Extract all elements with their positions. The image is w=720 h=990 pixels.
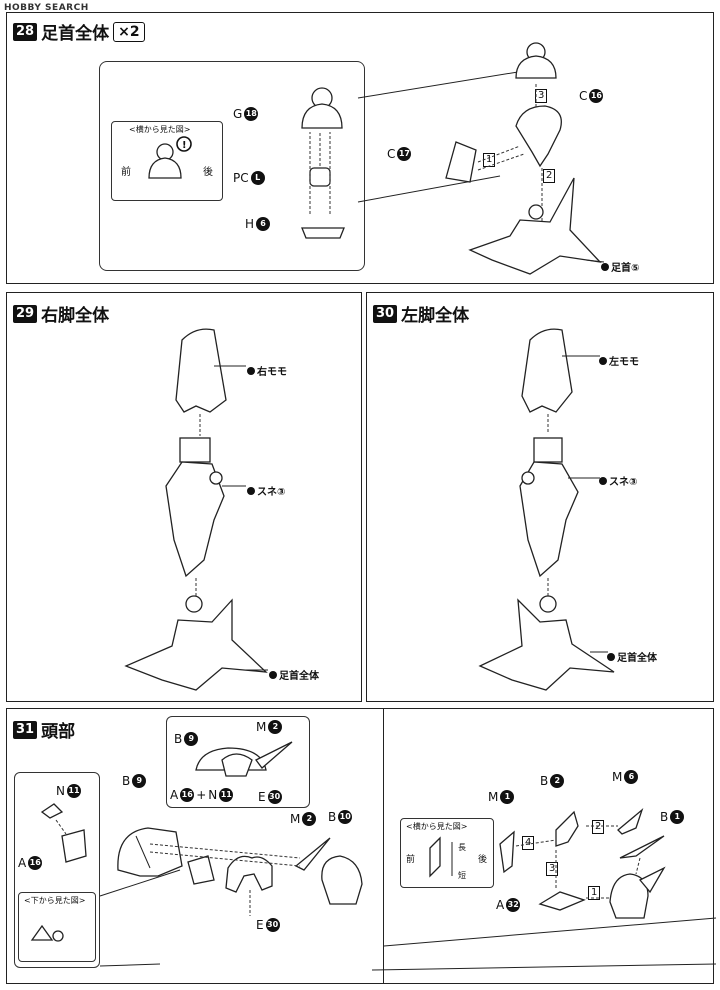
label-left-thigh: 左モモ	[599, 353, 639, 368]
step-29-header: 29 右脚全体	[13, 301, 109, 326]
bottom-view-title: <下から見た図>	[24, 896, 86, 905]
long-label: 長	[458, 843, 466, 852]
back-label: 後	[203, 167, 213, 178]
step-31-header: 31 頭部	[13, 717, 75, 742]
step-31-panel: 31 頭部	[6, 708, 384, 984]
side-view-title: <横から見た図>	[406, 822, 468, 831]
step-title: 足首全体	[41, 24, 110, 44]
step-number: 29	[13, 304, 38, 323]
bottom-view-inset	[18, 892, 96, 962]
label-ankle-assembly: 足首全体	[269, 667, 319, 682]
step-title: 頭部	[41, 722, 76, 742]
side-view-title: <横から見た図>	[129, 125, 191, 134]
step-30-panel: 30 左脚全体 左モモ スネ③ 足首全体	[366, 292, 714, 702]
short-label: 短	[458, 871, 466, 880]
watermark: HOBBY SEARCH	[4, 3, 89, 13]
side-view-inset	[400, 818, 494, 888]
step-number: 28	[13, 22, 38, 41]
step-marker-3: 3	[546, 862, 559, 876]
label-right-thigh: 右モモ	[247, 363, 287, 378]
step-28-header: 28 足首全体 ×2	[13, 19, 145, 44]
step-number: 30	[373, 304, 398, 323]
label-ankle-assembly: 足首全体	[607, 649, 657, 664]
part-label-ankle5: 足首⑤	[601, 259, 639, 274]
label-shin: スネ③	[599, 473, 637, 488]
front-label: 前	[406, 855, 416, 865]
label-shin: スネ③	[247, 483, 285, 498]
svg-text:!: !	[182, 140, 187, 151]
step-number: 31	[13, 720, 38, 739]
front-label: 前	[121, 167, 131, 178]
step-marker-1: 1	[588, 886, 601, 900]
step-30-header: 30 左脚全体	[373, 301, 469, 326]
step-marker-4: 4	[522, 836, 535, 850]
step-title: 右脚全体	[41, 306, 110, 326]
step-title: 左脚全体	[401, 306, 470, 326]
step-marker-2: 2	[543, 169, 556, 183]
quantity-badge: ×2	[113, 21, 145, 42]
step-31-right-panel	[384, 708, 714, 984]
step-29-panel: 29 右脚全体 右モモ スネ③ 足首全体	[6, 292, 362, 702]
back-label: 後	[478, 855, 488, 865]
